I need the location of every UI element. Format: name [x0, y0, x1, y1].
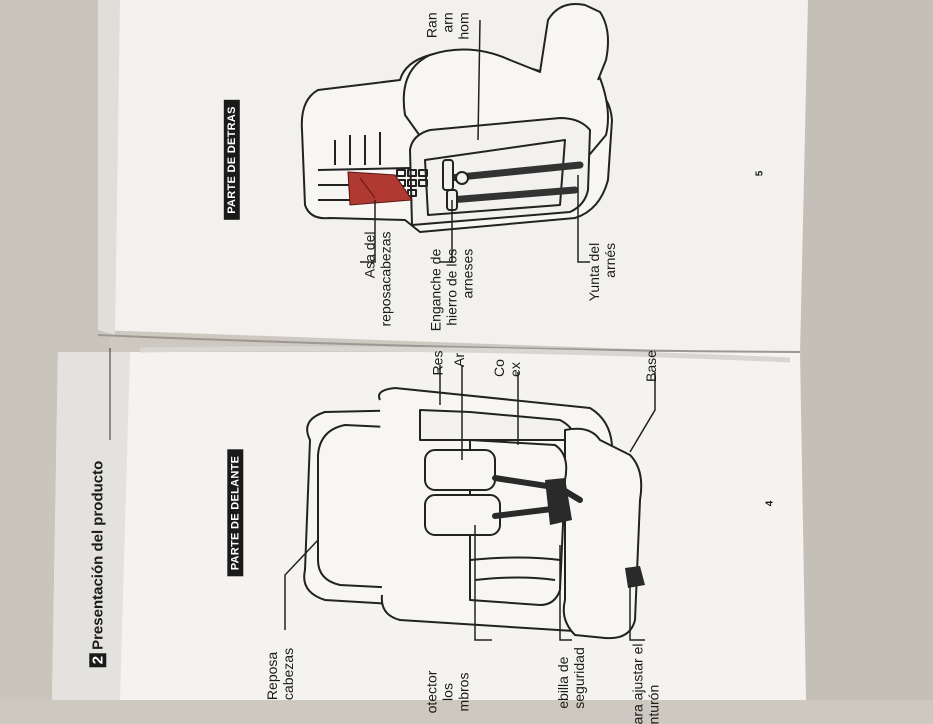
- seat-front-drawing: [303, 387, 643, 640]
- label-line: Yunta del: [586, 242, 603, 302]
- photo-scene: PARTE DE DETRAS 5 Asa del reposacabezas …: [52, 0, 808, 724]
- section-heading: 2 Presentación del producto: [89, 461, 107, 668]
- label-line: arn: [439, 12, 456, 33]
- bottom-page-badge: PARTE DE DELANTE: [227, 449, 244, 577]
- label-line: Reposa: [264, 651, 281, 701]
- label-line: otector: [423, 670, 440, 714]
- label-co-ex: Co ex: [491, 359, 523, 377]
- label-line: hom: [455, 12, 472, 40]
- label-yunta-arnes: Yunta del arnés: [586, 243, 618, 301]
- harness-straps-back: [446, 161, 584, 204]
- label-line: Enganche de: [427, 248, 444, 332]
- top-page-badge: PARTE DE DETRAS: [223, 100, 240, 220]
- label-line: ex: [506, 362, 523, 377]
- label-ar: Ar: [451, 353, 467, 367]
- label-line: Ran: [423, 12, 440, 39]
- label-base: Base: [642, 350, 659, 382]
- bottom-page-number: 4: [764, 500, 776, 507]
- headrest-handle-red: [347, 171, 413, 206]
- booklet-illustration: [52, 0, 808, 700]
- label-asa-reposacabezas: Asa del reposacabezas: [361, 232, 393, 327]
- label-ajustar-cinturon: ara ajustar el nturón: [629, 644, 661, 724]
- label-enganche-arneses: Enganche de hierro de los arneses: [427, 249, 475, 332]
- label-line: cabezas: [280, 647, 297, 701]
- label-protector-hombros: otector los mbros: [423, 671, 471, 714]
- label-line: hierro de los: [443, 248, 460, 326]
- label-line: Co: [490, 359, 507, 377]
- label-line: arneses: [459, 248, 476, 299]
- section-number: 2: [89, 652, 107, 668]
- top-page-number: 5: [754, 170, 766, 177]
- label-line: ara ajustar el: [629, 643, 646, 724]
- label-ran-arn-hom: Ran arn hom: [424, 12, 472, 39]
- label-reposa-cabezas: Reposa cabezas: [264, 648, 296, 700]
- label-line: los: [439, 683, 456, 701]
- label-line: reposacabezas: [377, 231, 394, 327]
- buckle-front: [545, 478, 572, 525]
- label-line: Asa del: [361, 231, 378, 279]
- label-res: Res: [429, 350, 446, 376]
- label-line: arnés: [602, 242, 619, 278]
- section-title: Presentación del producto: [89, 460, 107, 650]
- label-line: nturón: [645, 684, 662, 724]
- label-line: mbros: [455, 672, 472, 712]
